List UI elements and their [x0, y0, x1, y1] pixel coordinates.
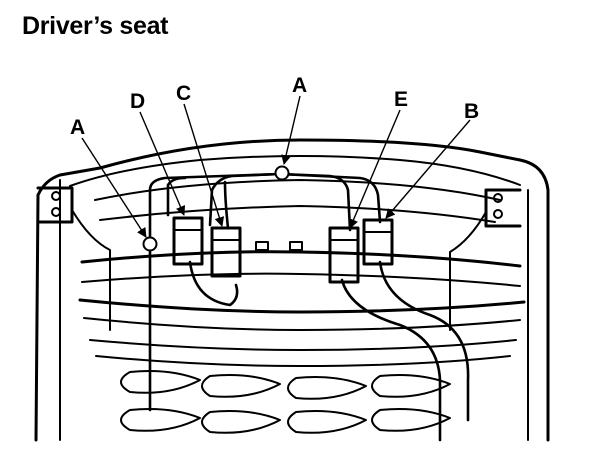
callout-leaders [81, 95, 471, 238]
callout-d: D [130, 90, 145, 113]
clip-a-top [274, 165, 290, 181]
seat-frame [34, 138, 550, 442]
connector-b [362, 218, 394, 266]
callout-a-left: A [70, 116, 85, 139]
wire-harness [148, 172, 470, 442]
diagram-title: Driver’s seat [22, 12, 169, 40]
callout-c: C [176, 82, 191, 105]
connector-e [328, 226, 360, 284]
callout-e: E [394, 88, 408, 111]
connector-c [210, 226, 242, 278]
callout-a-top: A [292, 74, 307, 97]
connector-d [172, 216, 204, 266]
clip-a-left [142, 236, 158, 252]
callout-b: B [464, 100, 479, 123]
